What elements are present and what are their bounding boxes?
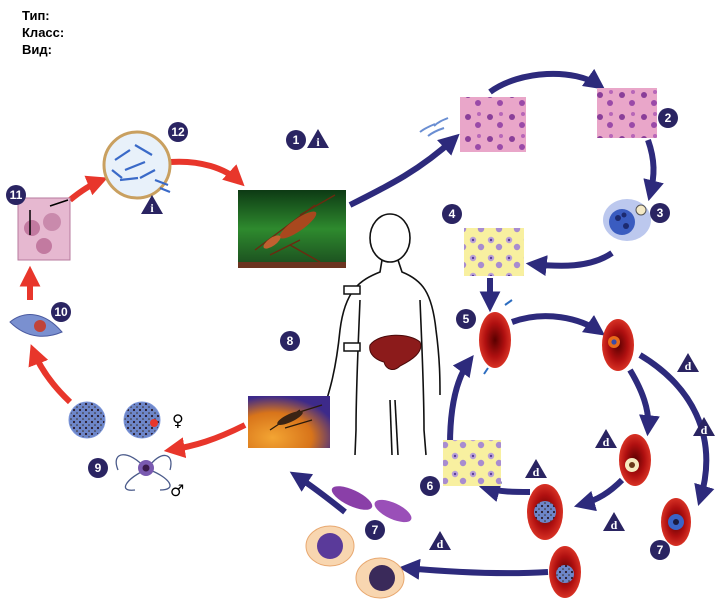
arrow-reinvade: [447, 354, 474, 446]
diagnostic-label: d: [611, 518, 618, 532]
microgametocyte-icon: [68, 401, 106, 439]
female-symbol: ♀: [172, 411, 184, 430]
stage-number: 8: [287, 334, 294, 348]
stage-number: 7: [372, 523, 379, 537]
liver-tissue-image: [460, 97, 526, 152]
stage-number: 7: [657, 543, 664, 557]
gametocyte-icon: [374, 499, 412, 523]
arrow-ring-stage: [510, 313, 606, 336]
stage-number: 10: [54, 305, 68, 319]
infective-label: i: [150, 201, 154, 215]
stage-number: 4: [449, 207, 456, 221]
infective-stage-marker: i: [307, 129, 329, 149]
stage-number-badge: 7: [650, 540, 670, 560]
diagnostic-label: d: [603, 435, 610, 449]
stage-number-badge: 1: [286, 130, 306, 150]
stage-number-badge: 11: [6, 185, 26, 205]
arrow-to-sporozoites: [68, 175, 108, 203]
arrow-to-mosquito-bite: [169, 158, 245, 187]
infective-label: i: [316, 135, 320, 149]
arrow-to-merozoites: [525, 250, 614, 277]
arrow-trophozoite: [627, 368, 660, 437]
human-silhouette-icon: [321, 213, 441, 456]
arrow-to-merozoite-release: [478, 481, 531, 502]
diagnostic-stage-marker: d: [693, 417, 715, 437]
diagnostic-stage-marker: d: [525, 459, 547, 479]
diagnostic-label: d: [533, 465, 540, 479]
sporozoites-icon: [419, 117, 449, 137]
stage-number: 3: [657, 206, 664, 220]
liver-icon: [369, 334, 422, 370]
liver-site-marker: [343, 342, 361, 352]
diagnostic-label: d: [701, 423, 708, 437]
macrogametocyte-icon: [123, 401, 161, 439]
arrow-to-ookinete: [28, 344, 73, 405]
blood-smear-image: [443, 440, 501, 486]
arrow-mosquito-blood-meal: [163, 422, 247, 459]
arrow-to-schizont-rbc: [573, 477, 625, 512]
diagnostic-stage-marker: d: [429, 531, 451, 551]
bite-site-marker: [343, 285, 361, 295]
stage-number-badge: 7: [365, 520, 385, 540]
diagnostic-stage-marker: d: [677, 353, 699, 373]
gametocyte-icon: [331, 486, 373, 510]
stage-number: 12: [171, 125, 185, 139]
stage-number: 11: [10, 188, 23, 202]
stage-number-badge: 9: [88, 458, 108, 478]
diagnostic-stage-marker: d: [595, 429, 617, 449]
diagnostic-stage-marker: d: [603, 512, 625, 532]
infective-stage-marker: i: [141, 195, 163, 215]
male-symbol: ♂: [170, 481, 184, 500]
arrow-to-schizont: [643, 139, 664, 202]
stage-number-badge: 4: [442, 204, 462, 224]
stage-number: 1: [293, 133, 300, 147]
diagnostic-label: d: [437, 537, 444, 551]
type-label: Тип:: [22, 8, 50, 23]
stage-number-badge: 6: [420, 476, 440, 496]
stage-number-badge: 12: [168, 122, 188, 142]
stage-number-badge: 3: [650, 203, 670, 223]
blood-smear-image: [464, 228, 524, 276]
stage-number: 6: [427, 479, 434, 493]
diagnostic-label: d: [685, 359, 692, 373]
stage-number-badge: 10: [51, 302, 71, 322]
stage-number: 2: [665, 111, 672, 125]
stage-number: 9: [95, 461, 102, 475]
liver-tissue-image: [597, 88, 657, 138]
stage-number-badge: 2: [658, 108, 678, 128]
stage-number-badge: 8: [280, 331, 300, 351]
class-label: Класс:: [22, 25, 65, 40]
stage-number: 5: [463, 312, 470, 326]
stage-number-badge: 5: [456, 309, 476, 329]
arrow-to-mosquito: [289, 471, 347, 515]
red-blood-cell-icon: [479, 312, 511, 368]
arrow-to-gametocyte: [638, 352, 715, 507]
arrow-liver-stage: [488, 68, 606, 95]
arrow-to-gametocytes: [398, 558, 549, 580]
arrow-mosquito-to-liver: [348, 133, 460, 208]
species-label: Вид:: [22, 42, 52, 57]
